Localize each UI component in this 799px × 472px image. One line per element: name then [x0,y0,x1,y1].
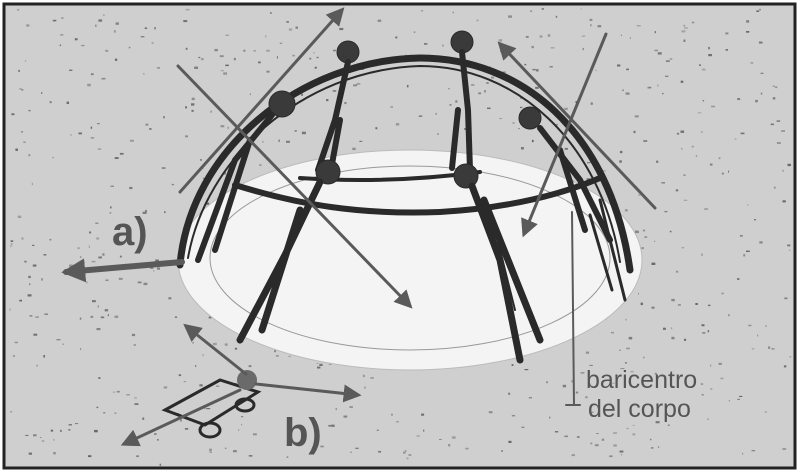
label-a: a) [112,210,148,254]
label-baricentro-line2: del corpo [588,395,691,423]
label-baricentro-line1: baricentro [586,366,697,394]
label-b: b) [284,411,322,455]
